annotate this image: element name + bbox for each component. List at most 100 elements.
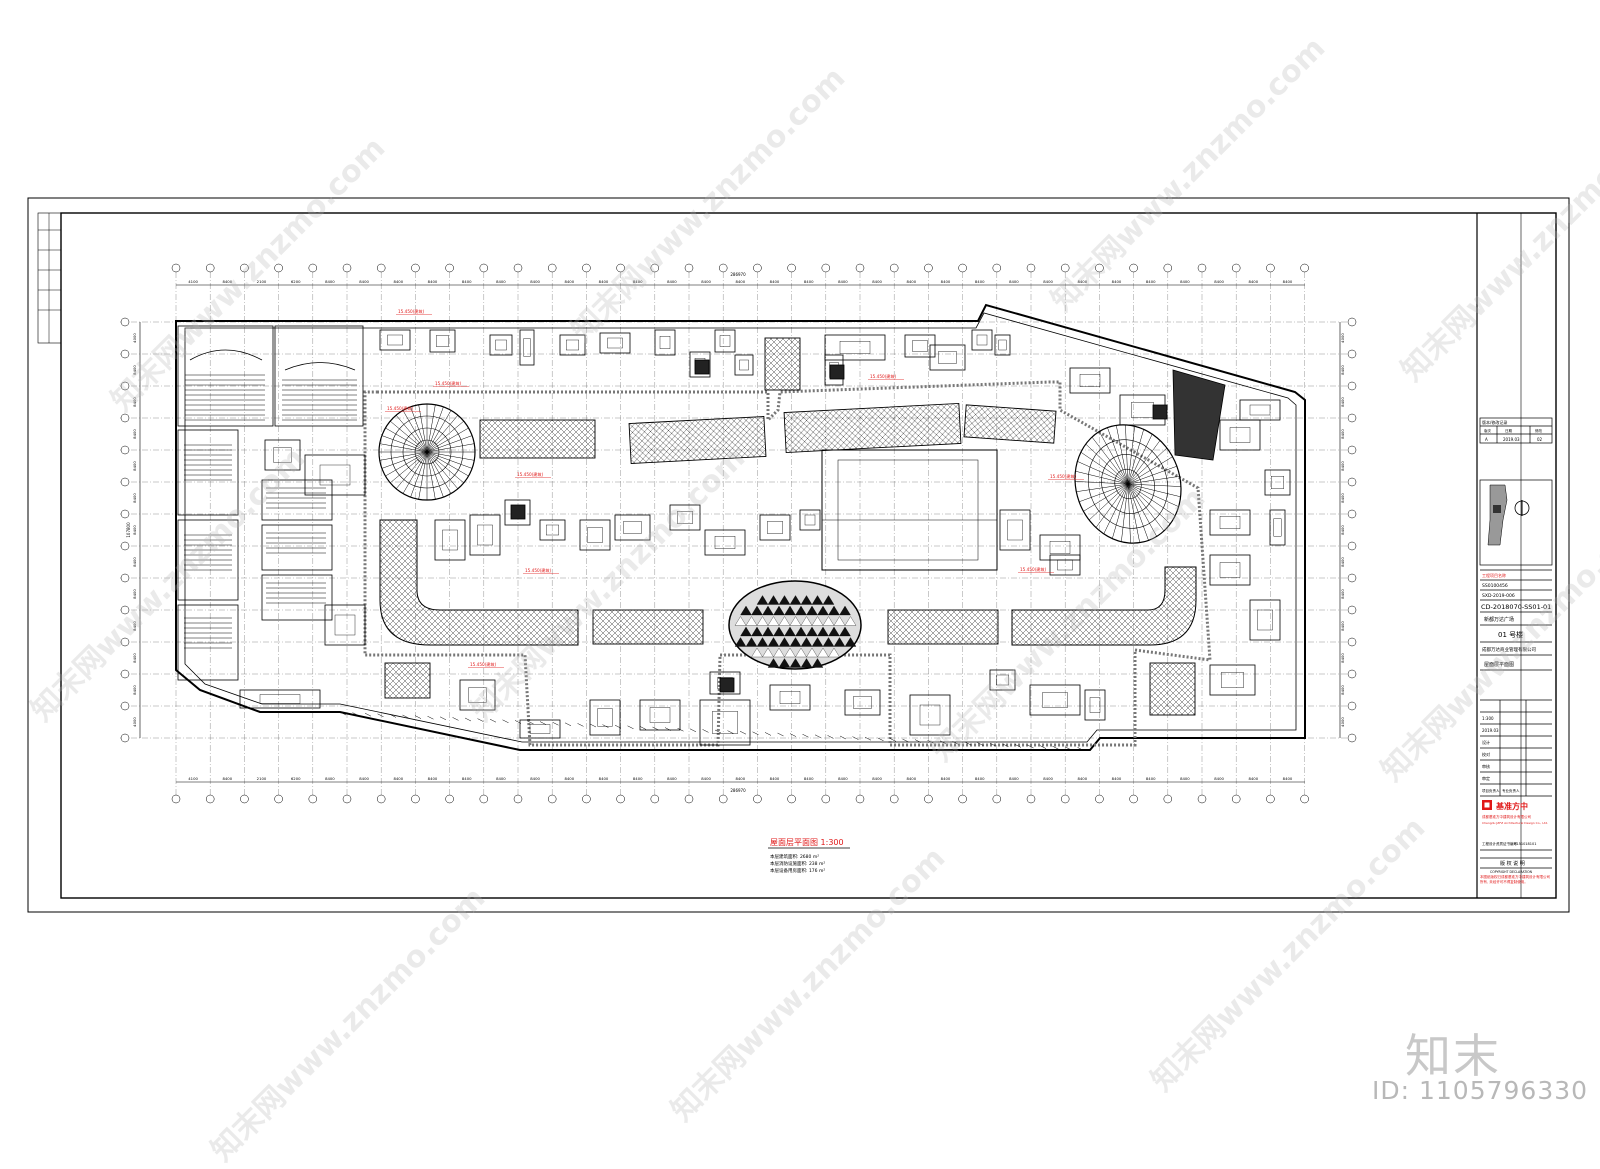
dark-area-top-right [1172, 369, 1226, 461]
skylight-triangle [789, 616, 802, 626]
dome-ray [1103, 483, 1129, 534]
dim-label-side-right: 8400 [1340, 461, 1345, 471]
saw-tooth [564, 722, 572, 727]
axis-bubble-bottom [889, 794, 899, 804]
saw-tooth [764, 732, 772, 736]
equipment-inner [442, 529, 458, 551]
level-label: 15.450(建筑) [525, 567, 552, 574]
dim-label-bottom: 6200 [291, 776, 301, 781]
equipment-inner [1007, 519, 1023, 541]
saw-tooth [402, 714, 409, 719]
saw-tooth [677, 727, 684, 732]
dome-ray [379, 451, 428, 461]
axis-bubble-left [120, 669, 130, 679]
equipment-inner [523, 338, 531, 357]
saw-tooth [539, 721, 547, 725]
outer-frame [27, 197, 1570, 913]
dome-ray [426, 435, 473, 453]
dim-label-top: 8400 [1180, 279, 1190, 284]
dome-ray [1112, 483, 1129, 539]
equipment-inner [529, 724, 551, 734]
equipment-unit [759, 514, 791, 541]
inner-frame [60, 212, 1557, 899]
saw-tooth [914, 739, 922, 743]
skylight-triangle [844, 637, 857, 647]
dome-ray [1127, 465, 1177, 485]
saw-tooth [577, 723, 584, 727]
skylight-triangle [767, 658, 780, 668]
skylight-triangle [822, 616, 835, 626]
equipment-inner [1219, 562, 1241, 578]
axis-bubble-bottom [411, 794, 420, 804]
dim-label-side-right: 8400 [1340, 429, 1345, 439]
axis-bubble-right [1347, 701, 1357, 711]
dim-label-side-right: 8400 [1340, 653, 1345, 663]
dim-label-side: 8400 [132, 461, 137, 471]
saw-tooth [527, 720, 534, 725]
revision-header: 版本/修改记录 [1482, 419, 1507, 425]
equipment-unit [434, 519, 466, 561]
company-logo-icon [1482, 800, 1492, 810]
axis-bubble-bottom [547, 794, 557, 804]
level-label: 15.450(建筑) [398, 308, 425, 315]
dome-ray [410, 451, 428, 498]
equipment-unit [1269, 509, 1286, 546]
company-en: Chengdu JZFZ Architectural Design Co., L… [1482, 821, 1548, 825]
saw-tooth [1064, 746, 1072, 751]
axis-bubble-top [274, 263, 283, 273]
equipment-unit [971, 329, 993, 351]
dome-ray [1127, 429, 1144, 485]
sign-row-1: 设计 [1482, 739, 1490, 745]
saw-tooth [789, 733, 797, 737]
dome-ray [390, 420, 428, 453]
sign-row-5: 项目负责人 [1482, 788, 1500, 793]
equipment-inner [1079, 374, 1101, 387]
dim-label-top: 8400 [1214, 279, 1224, 284]
equipment-inner [387, 334, 403, 346]
dome-left-rays [379, 404, 475, 500]
skylight-triangle [740, 626, 752, 637]
dim-label-bottom: 8400 [975, 776, 985, 781]
skylight-triangle [756, 616, 769, 626]
skylight-triangle [800, 658, 813, 668]
skylight-triangle [839, 626, 851, 637]
equipment-inner [998, 339, 1007, 351]
equipment-unit [909, 694, 951, 736]
dim-label-bottom: 8400 [393, 776, 403, 781]
equipment-unit [429, 329, 456, 353]
axis-bubble-right [1347, 509, 1357, 519]
equipment-unit [1209, 554, 1251, 586]
dome-ray [1127, 434, 1153, 485]
skylight-strips [384, 337, 1196, 716]
axis-bubble-bottom [1266, 794, 1275, 804]
equipment-inner [319, 464, 351, 486]
dome-ray [426, 451, 464, 484]
copyright-en: COPYRIGHT DECLARATION [1490, 870, 1533, 874]
dome-ray [1127, 483, 1181, 487]
axis-bubble-bottom [308, 794, 318, 804]
axis-bubble-bottom [1300, 794, 1309, 804]
dome-right-rays [1075, 424, 1181, 544]
equipment-inner [714, 536, 736, 549]
axis-bubble-top [889, 263, 899, 273]
saw-tooth [627, 725, 634, 730]
contract-number: SXD-2019-006 [1482, 593, 1515, 599]
dome-ray [1095, 483, 1129, 528]
dim-label-top: 8400 [1112, 279, 1122, 284]
dome-ray [426, 427, 469, 453]
dim-label-top: 8400 [1043, 279, 1053, 284]
dome-ray [426, 451, 475, 461]
dome-ray [1080, 452, 1129, 485]
dim-label-side: 8400 [132, 653, 137, 663]
dim-label-bottom: 8400 [1214, 776, 1224, 781]
skylight-triangle [795, 647, 807, 658]
equipment-unit [239, 689, 321, 709]
dome-ray [1107, 427, 1129, 485]
sign-row-2: 校对 [1482, 751, 1490, 757]
u-skylight [379, 519, 579, 646]
skylight-triangle [767, 637, 780, 647]
dome-ray [1077, 461, 1129, 485]
equipment-unit [639, 699, 681, 731]
revision-val-3: 02 [1537, 437, 1543, 442]
project-name: 新都万达广场 [1484, 616, 1514, 623]
